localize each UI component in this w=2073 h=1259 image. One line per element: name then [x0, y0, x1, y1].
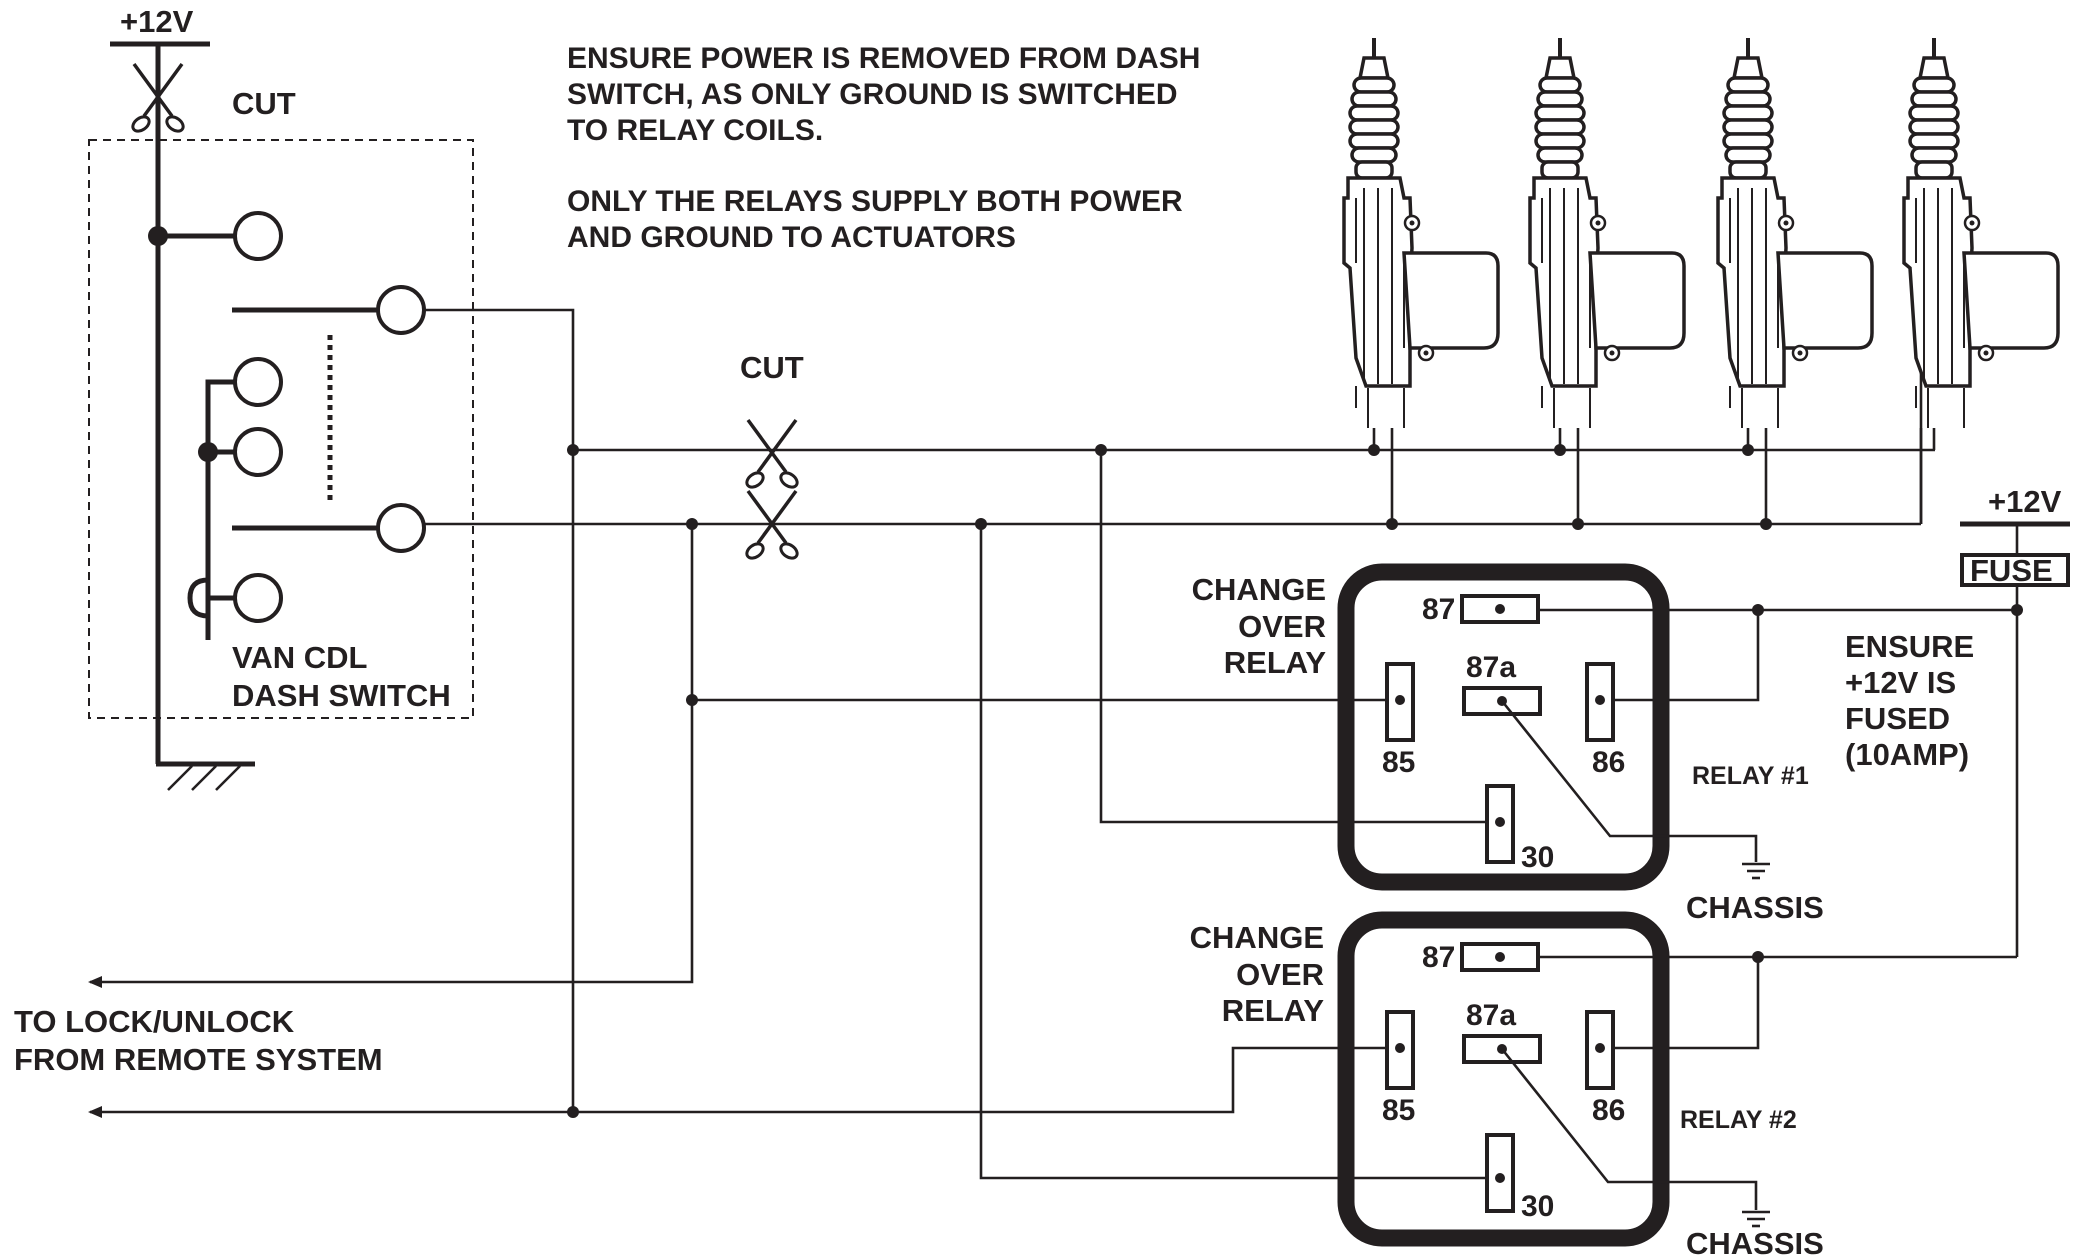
relay2-pin-87 — [1460, 942, 1540, 972]
remote-line1: TO LOCK/UNLOCK — [14, 1004, 295, 1039]
lock-output-wire — [424, 308, 575, 1112]
cut-lock-scissors-icon — [742, 418, 802, 492]
relay1-chassis-wire — [1500, 700, 1758, 862]
relay2-pin-87a-label: 87a — [1466, 999, 1516, 1032]
relay1-pin-86-label: 86 — [1592, 746, 1625, 779]
relay2-pin-87-label: 87 — [1422, 941, 1455, 974]
relay1-pin-87a-label: 87a — [1466, 651, 1516, 684]
relay1-30-wire — [1099, 450, 1500, 824]
top-supply-label: +12V — [120, 4, 194, 39]
dash-switch-outline — [88, 139, 474, 719]
note-relays-line2: AND GROUND TO ACTUATORS — [567, 221, 1016, 254]
relay1-pin-85 — [1385, 662, 1415, 742]
remote-lock-arrow-icon — [88, 976, 102, 988]
dash-switch-line2: DASH SWITCH — [232, 678, 451, 713]
remote-unlock-arrow-icon — [88, 1106, 102, 1118]
relay2-86-wire — [1600, 957, 1760, 1050]
switch-contact-2 — [233, 357, 283, 407]
fuse-note-line4: (10AMP) — [1845, 737, 1969, 772]
switch-contact-4 — [233, 573, 283, 623]
note-power-line3: TO RELAY COILS. — [567, 114, 823, 147]
relay1-86-wire — [1600, 610, 1760, 702]
relay2-chassis-label: CHASSIS — [1686, 1226, 1824, 1259]
relay2-title1: CHANGE — [1190, 920, 1324, 955]
fuse-note-line3: FUSED — [1845, 701, 1950, 736]
note-relays-line1: ONLY THE RELAYS SUPPLY BOTH POWER — [567, 185, 1183, 218]
relay1-title2: OVER — [1238, 609, 1326, 644]
relay1-title1: CHANGE — [1192, 572, 1326, 607]
fuse-note-line2: +12V IS — [1845, 665, 1956, 700]
relay2-name: RELAY #2 — [1680, 1106, 1797, 1134]
dash-switch-line1: VAN CDL — [232, 640, 367, 675]
fused-supply-label: +12V — [1988, 484, 2062, 519]
note-power-line2: SWITCH, AS ONLY GROUND IS SWITCHED — [567, 78, 1178, 111]
relay2-pin-86-label: 86 — [1592, 1094, 1625, 1127]
remote-line2: FROM REMOTE SYSTEM — [14, 1042, 383, 1077]
fuse-note-line1: ENSURE — [1845, 629, 1974, 664]
relay1-pin-85-label: 85 — [1382, 746, 1415, 779]
relay1-pin-87-label: 87 — [1422, 593, 1455, 626]
switch-contact-unlock-out — [376, 503, 426, 553]
actuator-3-icon — [1716, 36, 1874, 430]
relay1-name: RELAY #1 — [1692, 762, 1809, 790]
remote-lock-wire — [90, 524, 694, 984]
relay2-title2: OVER — [1236, 957, 1324, 992]
switch-contact-1 — [233, 211, 283, 261]
actuator-2-icon — [1528, 36, 1686, 430]
cut-mid-label: CUT — [740, 350, 804, 385]
relay2-30-wire — [979, 524, 1500, 1180]
fuse-label: FUSE — [1970, 553, 2053, 588]
cut-top-label: CUT — [232, 86, 296, 121]
note-power-line1: ENSURE POWER IS REMOVED FROM DASH — [567, 42, 1200, 75]
relay2-85-wire — [573, 1046, 1400, 1114]
relay2-chassis-wire — [1500, 1048, 1758, 1210]
relay2-title3: RELAY — [1222, 993, 1325, 1028]
relay2-pin-30-label: 30 — [1521, 1190, 1554, 1223]
relay1-title3: RELAY — [1224, 645, 1327, 680]
relay-2: CHANGE OVER RELAY 87 85 87a 86 30 CHASSI… — [1190, 911, 1824, 1259]
relay1-chassis-label: CHASSIS — [1686, 890, 1824, 925]
actuator-1-icon — [1342, 36, 1500, 430]
relay-1: CHANGE OVER RELAY 87 85 87a 86 30 CHASSI… — [1192, 563, 1824, 925]
relay1-pin-30-label: 30 — [1521, 841, 1554, 874]
actuator-4-icon — [1902, 36, 2060, 430]
switch-contact-lock-out — [376, 285, 426, 335]
fuse-box — [1960, 553, 2070, 587]
switch-contact-3 — [233, 427, 283, 477]
relay2-housing — [1337, 911, 1670, 1247]
cut-unlock-scissors-icon — [742, 489, 802, 563]
relay1-housing — [1337, 563, 1670, 891]
relay2-pin-85-label: 85 — [1382, 1094, 1415, 1127]
